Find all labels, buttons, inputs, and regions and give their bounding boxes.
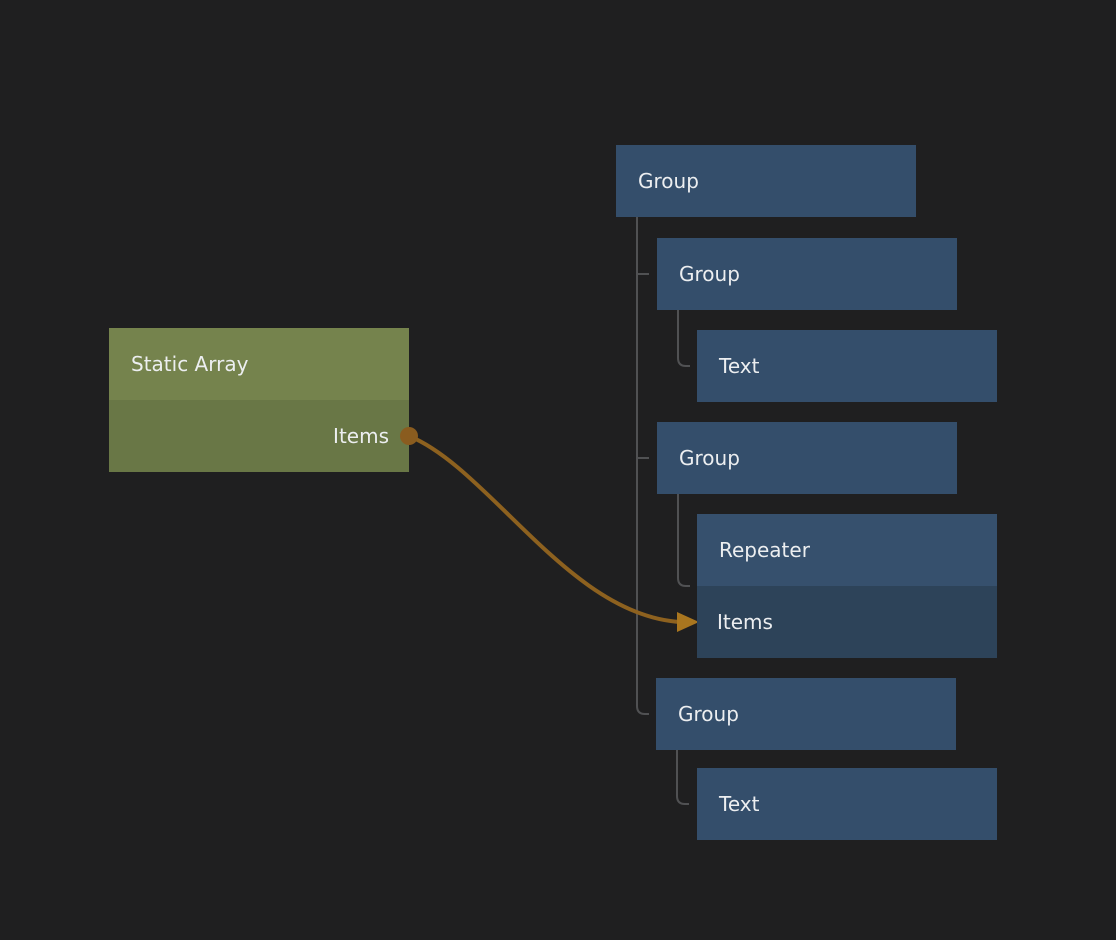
node-title[interactable]: Text xyxy=(697,768,997,840)
node-group-2[interactable]: Group xyxy=(657,422,957,494)
node-title[interactable]: Group xyxy=(656,678,956,750)
node-text-2[interactable]: Text xyxy=(697,768,997,840)
node-title[interactable]: Static Array xyxy=(109,328,409,400)
tree-connector xyxy=(677,310,690,367)
row-label: Items xyxy=(717,610,773,634)
node-group-root[interactable]: Group xyxy=(616,145,916,217)
node-group-3[interactable]: Group xyxy=(656,678,956,750)
tree-connector xyxy=(677,494,690,587)
node-row-items[interactable]: Items xyxy=(697,586,997,658)
wire-connection[interactable] xyxy=(408,434,682,624)
wire-arrowhead-icon xyxy=(677,612,699,632)
tree-connector xyxy=(676,750,689,805)
node-row-items[interactable]: Items xyxy=(109,400,418,472)
node-title[interactable]: Group xyxy=(657,238,957,310)
node-group-1[interactable]: Group xyxy=(657,238,957,310)
node-title[interactable]: Group xyxy=(657,422,957,494)
output-port-icon[interactable] xyxy=(400,427,418,445)
tree-connector xyxy=(636,217,649,715)
node-title[interactable]: Group xyxy=(616,145,916,217)
node-text-1[interactable]: Text xyxy=(697,330,997,402)
node-title[interactable]: Text xyxy=(697,330,997,402)
node-title[interactable]: Repeater xyxy=(697,514,997,586)
row-label: Items xyxy=(333,424,389,448)
